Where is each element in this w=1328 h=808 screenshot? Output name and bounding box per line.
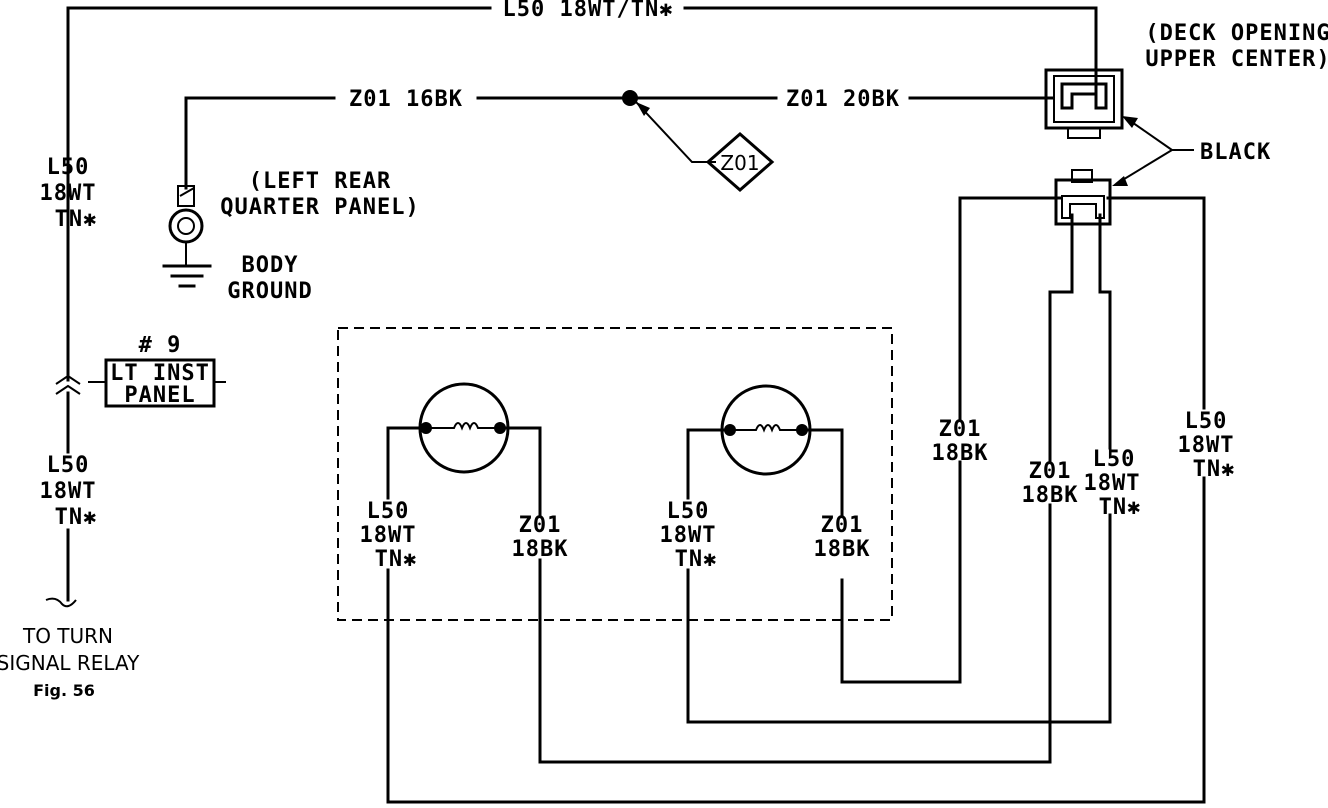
svg-text:Z01: Z01 [1029,459,1072,484]
body-ground-line1: BODY [242,253,299,278]
left-lamp-lead-l50 [386,426,428,500]
lamp-housing [337,327,893,621]
wire-l50-conn-right [1106,196,1206,410]
svg-text:L50: L50 [1093,447,1136,472]
svg-text:18BK: 18BK [1022,483,1079,508]
svg-text:TN✱: TN✱ [1099,495,1142,520]
right-lamp-z01-label: Z01 18BK [814,513,871,562]
wire-z01-16bk [184,96,336,190]
svg-text:Z01: Z01 [519,513,562,538]
svg-text:18WT: 18WT [40,479,97,504]
right-l50-b-label: L50 18WT TN✱ [1178,409,1236,482]
svg-text:18WT: 18WT [1084,471,1141,496]
svg-text:18WT: 18WT [40,181,97,206]
svg-text:L50: L50 [47,155,90,180]
body-ground-line2: GROUND [227,279,312,304]
deck-location-line2: UPPER CENTER) [1145,47,1328,72]
wire-l50-to-right-lamp [686,513,1112,724]
left-upper-wire-label: L50 18WT TN✱ [40,155,98,232]
svg-text:18BK: 18BK [512,537,569,562]
deck-location-line1: (DECK OPENING [1145,21,1328,46]
svg-text:18BK: 18BK [932,441,989,466]
splice-z01-diamond: Z01 [705,132,775,192]
svg-text:TN✱: TN✱ [375,547,418,572]
wire-z01-conn-left [958,196,1062,420]
lt-inst-panel-connector [88,358,226,408]
wire-break-symbol [45,597,77,608]
wire-l50-to-left-lamp [386,476,1206,804]
right-lamp-lead-z01 [800,428,844,517]
svg-text:TN✱: TN✱ [1193,457,1236,482]
connector-line1: LT INST [110,361,210,386]
left-lamp-l50-label: L50 18WT TN✱ [360,499,418,572]
wire-label-top: L50 18WT/TN✱ [503,0,674,22]
deck-connector-upper-icon [1044,68,1124,139]
figure-reference: Fig. 56 [33,681,95,700]
svg-text:18WT: 18WT [360,523,417,548]
connector-break-icon [55,374,81,395]
left-lower-wire-label: L50 18WT TN✱ [40,453,98,530]
black-label: BLACK [1200,140,1271,165]
svg-text:18WT: 18WT [660,523,717,548]
svg-text:TN✱: TN✱ [675,547,718,572]
splice-dot [622,90,638,106]
svg-text:L50: L50 [367,499,410,524]
left-lamp-lead-z01 [498,426,542,517]
svg-text:L50: L50 [47,453,90,478]
black-callout [1112,116,1194,186]
connector-line2: PANEL [124,383,195,408]
left-lamp-bulb-icon [418,382,510,474]
right-lamp-bulb-icon [720,384,812,476]
wire-z01-to-right-lamp [840,578,962,684]
svg-text:18WT: 18WT [1178,433,1235,458]
wire-l50-inner [1098,213,1112,450]
svg-text:TN✱: TN✱ [55,207,98,232]
svg-text:L50: L50 [1185,409,1228,434]
wire-z01-to-left-lamp [538,503,1052,764]
left-rear-line2: QUARTER PANEL) [220,195,419,220]
wire-label-z01-20bk: Z01 20BK [786,87,900,112]
svg-text:L50: L50 [667,499,710,524]
deck-connector-lower-icon [1054,169,1112,226]
svg-text:Z01: Z01 [821,513,864,538]
left-lamp-z01-label: Z01 18BK [512,513,569,562]
right-l50-a-label: L50 18WT TN✱ [1084,447,1142,520]
to-turn-line2: SIGNAL RELAY [0,651,140,675]
connector-number: # 9 [139,333,182,358]
wire-z01-inner [1048,213,1074,462]
splice-z01-label: Z01 [720,151,759,175]
right-lamp-lead-l50 [686,428,732,500]
splice-lead [635,101,716,163]
svg-text:Z01: Z01 [939,417,982,442]
to-turn-line1: TO TURN [22,624,113,648]
svg-text:TN✱: TN✱ [55,505,98,530]
right-lamp-l50-label: L50 18WT TN✱ [660,499,718,572]
body-ground-icon [162,185,212,288]
wire-label-z01-16bk: Z01 16BK [349,87,463,112]
right-z01-a-label: Z01 18BK [932,417,989,466]
wires [45,6,1206,804]
svg-text:18BK: 18BK [814,537,871,562]
splice-arrow [636,102,650,116]
right-z01-b-label: Z01 18BK [1022,459,1079,508]
left-rear-line1: (LEFT REAR [249,169,391,194]
